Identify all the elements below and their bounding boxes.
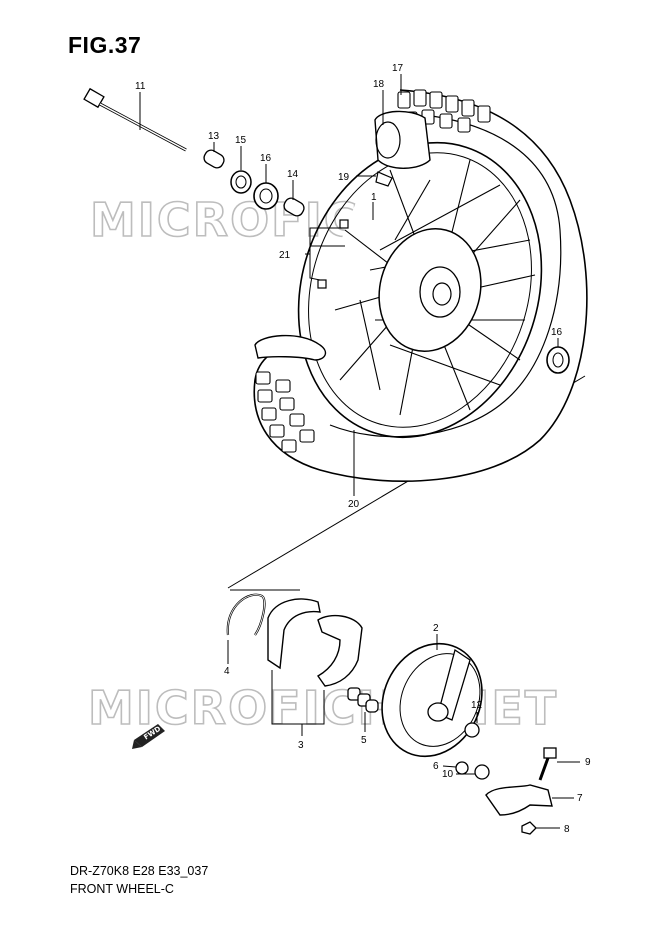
arm-bolt bbox=[543, 747, 557, 759]
brake-shoe-2 bbox=[316, 614, 363, 687]
callout-1: 1 bbox=[371, 192, 377, 203]
callout-4: 4 bbox=[224, 666, 230, 677]
brake-shoe-1 bbox=[267, 598, 321, 670]
callout-2: 2 bbox=[433, 623, 439, 634]
spoke-nipple-lower bbox=[317, 279, 327, 289]
callout-19: 19 bbox=[338, 172, 350, 183]
spacer bbox=[203, 149, 225, 169]
axle-bolt bbox=[83, 87, 187, 152]
callout-16-left: 16 bbox=[260, 153, 272, 164]
washer-10 bbox=[474, 764, 490, 780]
spoke-nipple-upper bbox=[339, 219, 349, 229]
callout-18: 18 bbox=[373, 79, 385, 90]
callout-13: 13 bbox=[208, 131, 220, 142]
rim-band bbox=[254, 334, 327, 361]
callout-6: 6 bbox=[433, 761, 439, 772]
brake-cam bbox=[347, 687, 379, 713]
leader-lines bbox=[139, 74, 580, 829]
callout-3: 3 bbox=[298, 740, 304, 751]
brake-panel-arm bbox=[437, 648, 471, 721]
axle-spacer bbox=[283, 197, 305, 217]
callout-11: 11 bbox=[135, 81, 146, 92]
tube bbox=[374, 110, 431, 169]
callout-8: 8 bbox=[564, 824, 570, 835]
valve-nut bbox=[375, 171, 393, 187]
callout-10: 10 bbox=[442, 769, 454, 780]
front-wheel bbox=[253, 89, 588, 482]
tread-blocks-bottom bbox=[255, 371, 315, 453]
callout-15: 15 bbox=[235, 135, 247, 146]
callout-12: 12 bbox=[471, 700, 483, 711]
section-name: FRONT WHEEL-C bbox=[70, 882, 174, 896]
callout-17: 17 bbox=[392, 63, 404, 74]
callout-16-right: 16 bbox=[551, 327, 563, 338]
callout-7: 7 bbox=[577, 793, 583, 804]
callout-21: 21 bbox=[279, 250, 291, 261]
callout-5: 5 bbox=[361, 735, 367, 746]
arm-nut bbox=[521, 821, 537, 835]
brake-spring bbox=[226, 593, 266, 636]
hub-bore bbox=[419, 266, 461, 318]
callout-14: 14 bbox=[287, 169, 299, 180]
figure-title: FIG.37 bbox=[68, 32, 142, 58]
model-code: DR-Z70K8 E28 E33_037 bbox=[70, 864, 209, 878]
brake-cam-arm bbox=[485, 784, 553, 816]
callout-20: 20 bbox=[348, 499, 360, 510]
brake-nut bbox=[464, 722, 480, 738]
washer-6 bbox=[455, 761, 469, 775]
callout-9: 9 bbox=[585, 757, 591, 768]
